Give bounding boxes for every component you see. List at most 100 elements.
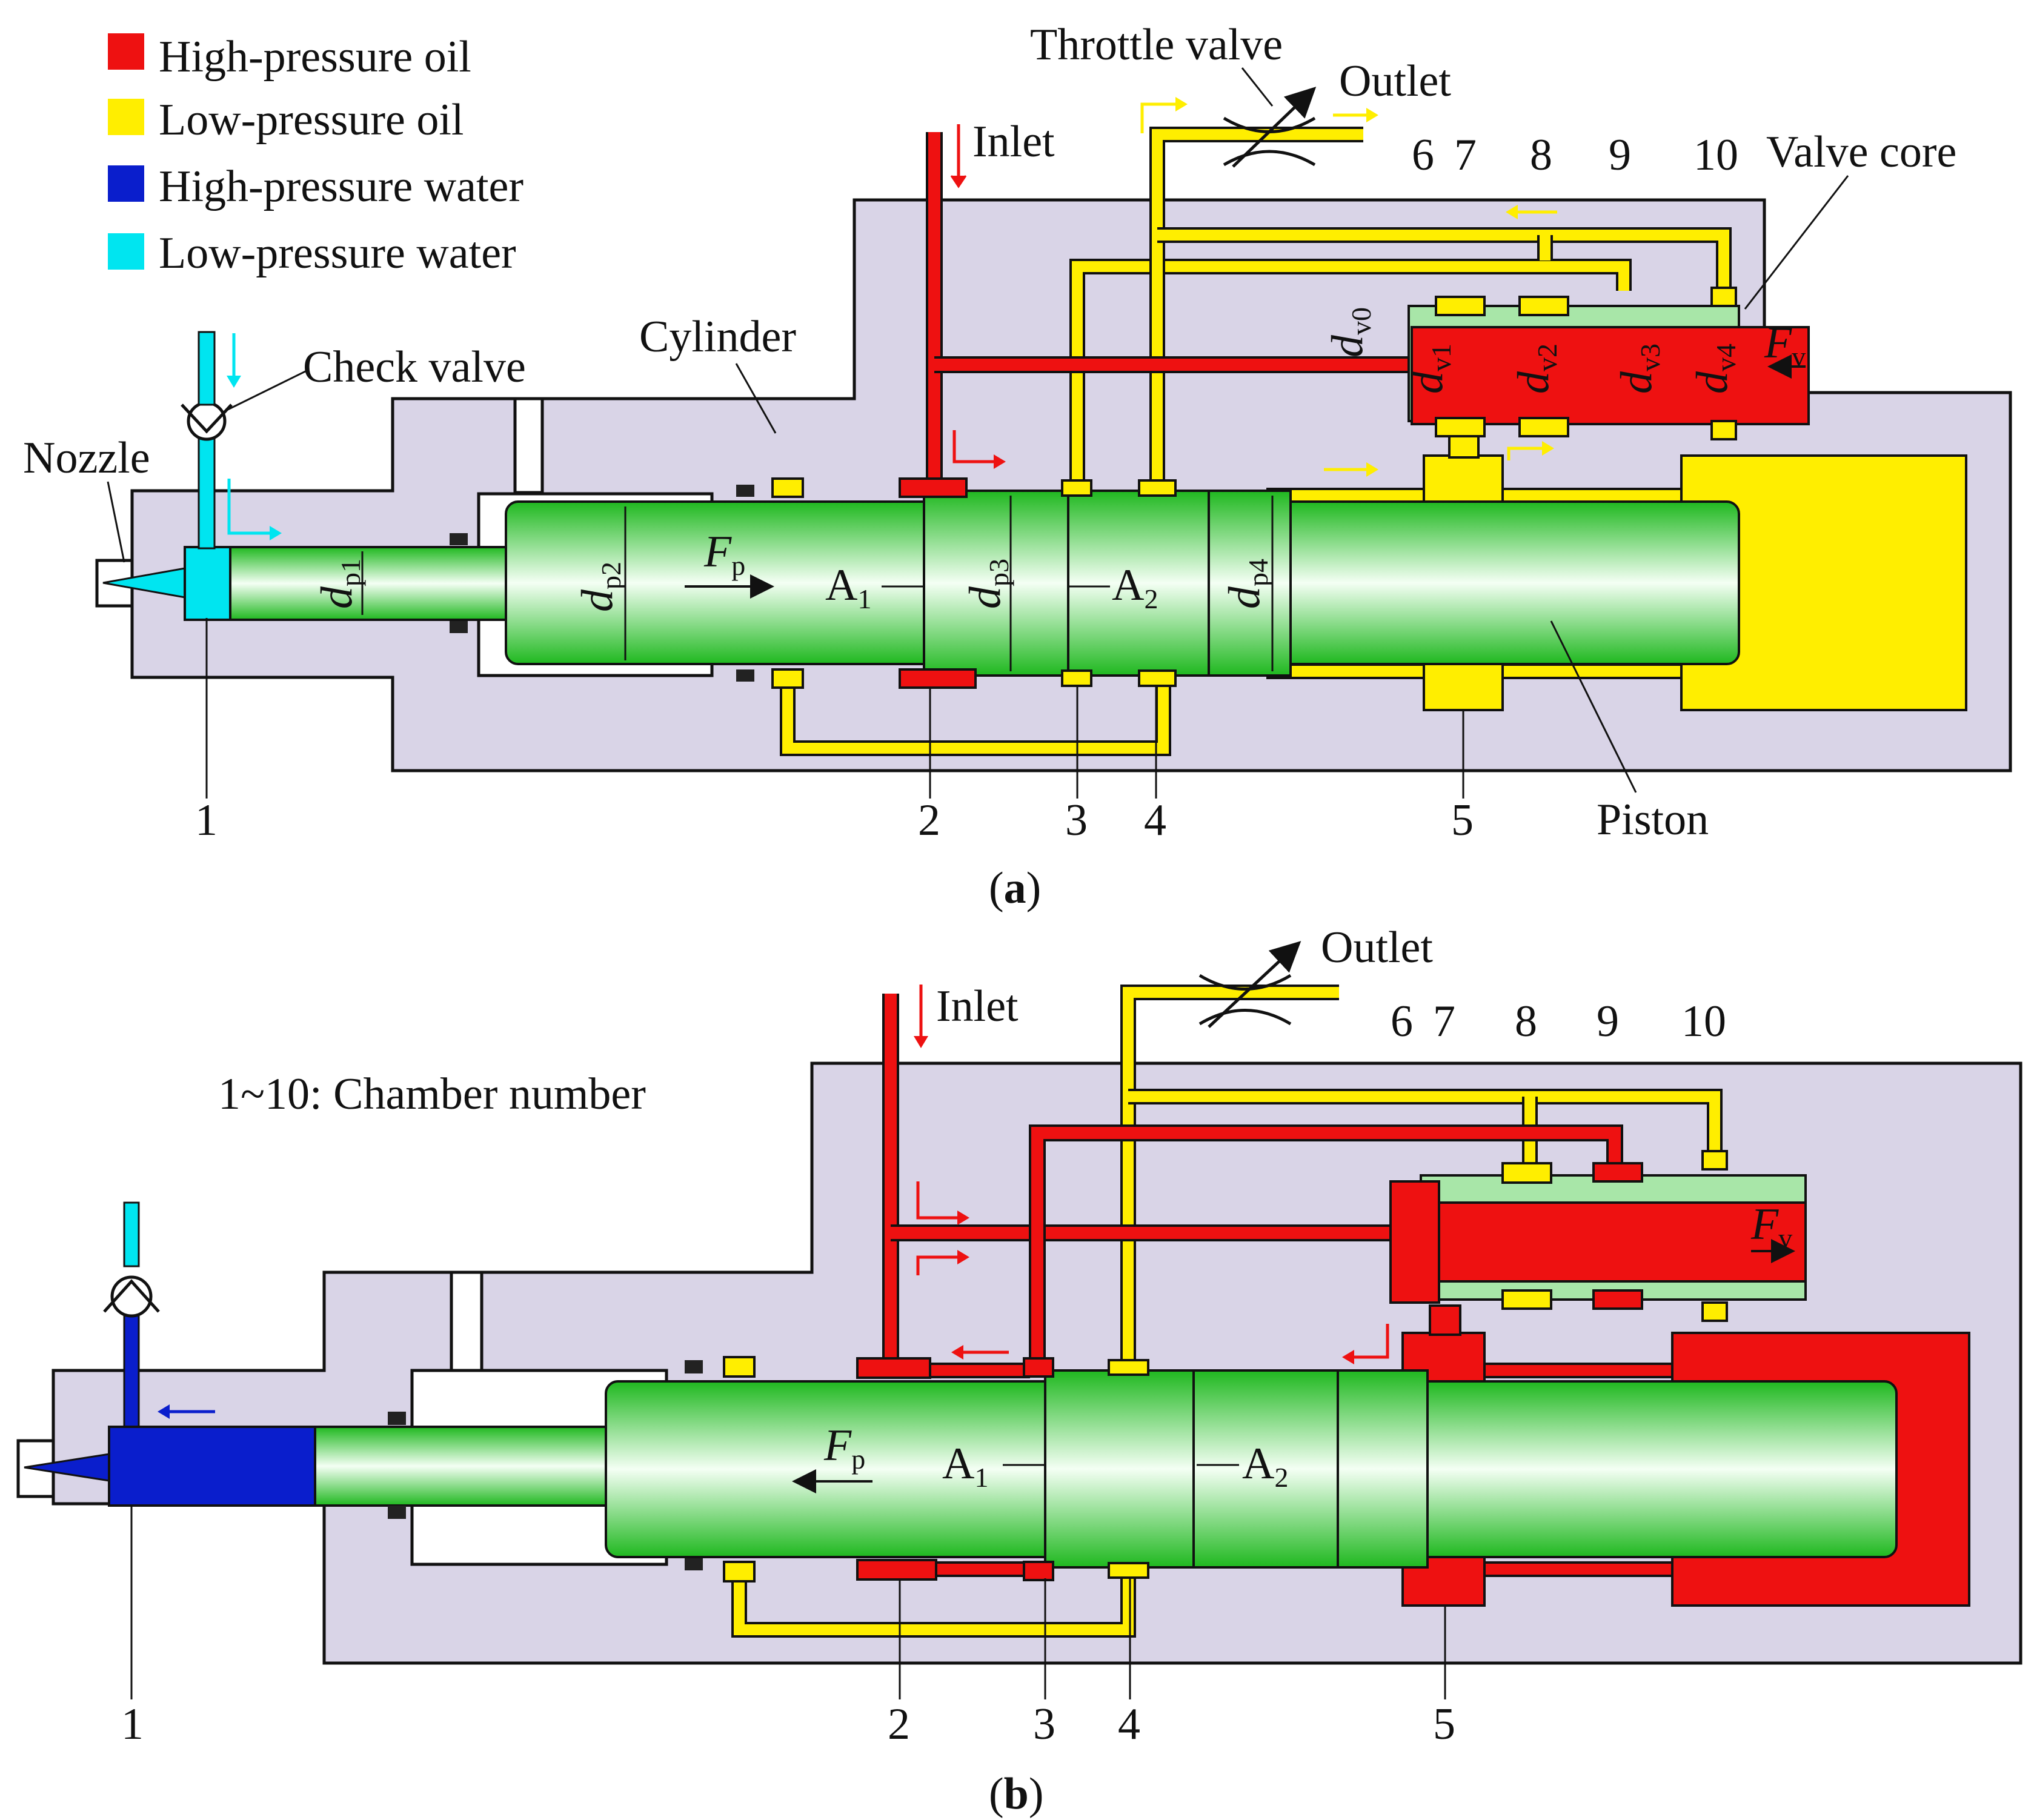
svg-text:dp4: dp4 [1220, 559, 1274, 609]
chamber-number-10-b: 10 [1681, 997, 1726, 1046]
chamber-1-a [184, 546, 231, 621]
legend-label-low-pressure-water: Low-pressure water [159, 228, 516, 278]
valve-land-b5 [1592, 1289, 1643, 1310]
throttle-arrow-a [1232, 87, 1317, 168]
leader-check-valve [225, 368, 310, 412]
chamber-3-bottom-b [1023, 1561, 1054, 1581]
leader-valve-core [1744, 175, 1849, 310]
valve-land-a1 [1435, 296, 1486, 316]
seal-b2 [388, 1506, 406, 1519]
leader-piston [1550, 620, 1637, 793]
seal-yellow-b2 [723, 1561, 756, 1583]
chamber-number-7-a: 7 [1454, 130, 1477, 180]
legend-swatch-low-pressure-oil [108, 99, 144, 135]
symbol-fv-a: Fv [1764, 318, 1806, 372]
valve-land-a6 [1710, 420, 1737, 440]
valve-core-a [1411, 326, 1810, 425]
symbol-a1-a: A1 [825, 560, 871, 614]
chamber-number-3-a: 3 [1065, 795, 1088, 845]
flow-arrow-b5 [1348, 1324, 1389, 1359]
leader-throttle-valve [1241, 67, 1274, 107]
legend-label-high-pressure-water: High-pressure water [159, 162, 523, 211]
chamber-number-3-b: 3 [1033, 1699, 1055, 1749]
chamber-number-8-a: 8 [1530, 130, 1552, 180]
symbol-dp4-a: dp4 [1220, 559, 1274, 609]
valve-land-a3 [1710, 287, 1737, 307]
collar-b3 [1337, 1369, 1429, 1569]
label-inlet-a: Inlet [972, 117, 1055, 167]
chamber-2-bottom-a [899, 668, 977, 689]
symbol-dv3-a: dv3 [1612, 344, 1666, 394]
seal-yellow-b1 [723, 1356, 756, 1378]
chamber-number-5-b: 5 [1433, 1699, 1455, 1749]
plunger-small-a [229, 546, 510, 621]
symbol-a2-b: A2 [1242, 1439, 1288, 1493]
chamber-1-b [108, 1426, 319, 1507]
symbol-dp2-a: dp2 [573, 562, 626, 612]
chamber-4-bottom-a [1138, 669, 1177, 687]
label-check-valve: Check valve [303, 342, 526, 392]
symbol-fv-b: Fv [1750, 1200, 1792, 1254]
svg-text:dp3: dp3 [960, 559, 1014, 609]
chamber-3-top-a [1061, 479, 1092, 497]
caption-a: (a) [989, 863, 1041, 913]
label-nozzle: Nozzle [23, 433, 150, 483]
flow-arrow-a2 [952, 430, 1000, 463]
svg-text:dv0: dv0 [1323, 307, 1377, 357]
chamber-number-2-b: 2 [888, 1699, 910, 1749]
leader-cylinder [735, 363, 777, 434]
chamber-number-9-a: 9 [1609, 130, 1631, 180]
valve-land-b3 [1701, 1150, 1728, 1171]
label-piston: Piston [1597, 795, 1709, 845]
plunger-small-b [314, 1426, 613, 1507]
chamber-2-bottom-b [856, 1559, 937, 1581]
symbol-dp3-a: dp3 [960, 559, 1014, 609]
bore-slot-b [450, 1270, 484, 1372]
symbol-a2-a: A2 [1112, 560, 1158, 614]
valve-land-b1 [1501, 1162, 1552, 1184]
water-line-b-low [123, 1201, 140, 1267]
symbol-a1-b: A1 [942, 1439, 988, 1493]
chamber-number-7-b: 7 [1433, 997, 1455, 1046]
legend: High-pressure oil Low-pressure oil High-… [108, 32, 523, 278]
water-line-b-high [123, 1314, 140, 1431]
label-outlet-b: Outlet [1321, 923, 1433, 972]
chamber-4-top-a [1138, 479, 1177, 497]
water-line-top-a [198, 331, 216, 406]
svg-text:dv4: dv4 [1687, 344, 1741, 394]
svg-text:dv3: dv3 [1612, 344, 1666, 394]
label-inlet-b: Inlet [936, 981, 1019, 1031]
leader-nozzle [107, 481, 125, 563]
chamber-3-top-b [1023, 1357, 1054, 1378]
legend-label-low-pressure-oil: Low-pressure oil [159, 95, 464, 145]
seal-a2 [450, 621, 468, 633]
valve-land-a4 [1435, 417, 1486, 437]
check-valve-seat-b [103, 1279, 160, 1313]
chamber-number-9-b: 9 [1597, 997, 1619, 1046]
legend-swatch-high-pressure-oil [108, 33, 144, 70]
throttle-valve-b [1198, 974, 1292, 1026]
collar-b2 [1192, 1369, 1339, 1569]
collar-a1 [923, 490, 1069, 677]
valve-land-a5 [1518, 417, 1569, 437]
seal-b3 [685, 1360, 703, 1373]
chamber-2-top-b [856, 1357, 931, 1379]
panel-a: Throttle valve Outlet Inlet Valve core C… [23, 20, 2012, 913]
chamber-number-5-a: 5 [1451, 795, 1474, 845]
chamber-4-top-b [1108, 1359, 1149, 1376]
valve-end-b [1389, 1180, 1440, 1304]
chamber-number-6-a: 6 [1412, 130, 1434, 180]
check-valve-ball-a [187, 401, 227, 441]
collar-a2 [1067, 490, 1210, 677]
flow-arrow-a8 [1507, 447, 1548, 460]
flow-arrow-a3 [227, 479, 276, 535]
valve-land-b4 [1501, 1289, 1552, 1310]
svg-text:dv1: dv1 [1403, 344, 1457, 394]
flow-arrow-b2 [916, 1181, 963, 1220]
chamber-number-8-b: 8 [1515, 997, 1537, 1046]
chamber-number-6-b: 6 [1391, 997, 1413, 1046]
chamber-number-1-a: 1 [195, 795, 218, 845]
oil-channel-bottom-fill-a [782, 685, 1169, 754]
label-valve-core: Valve core [1766, 127, 1956, 177]
